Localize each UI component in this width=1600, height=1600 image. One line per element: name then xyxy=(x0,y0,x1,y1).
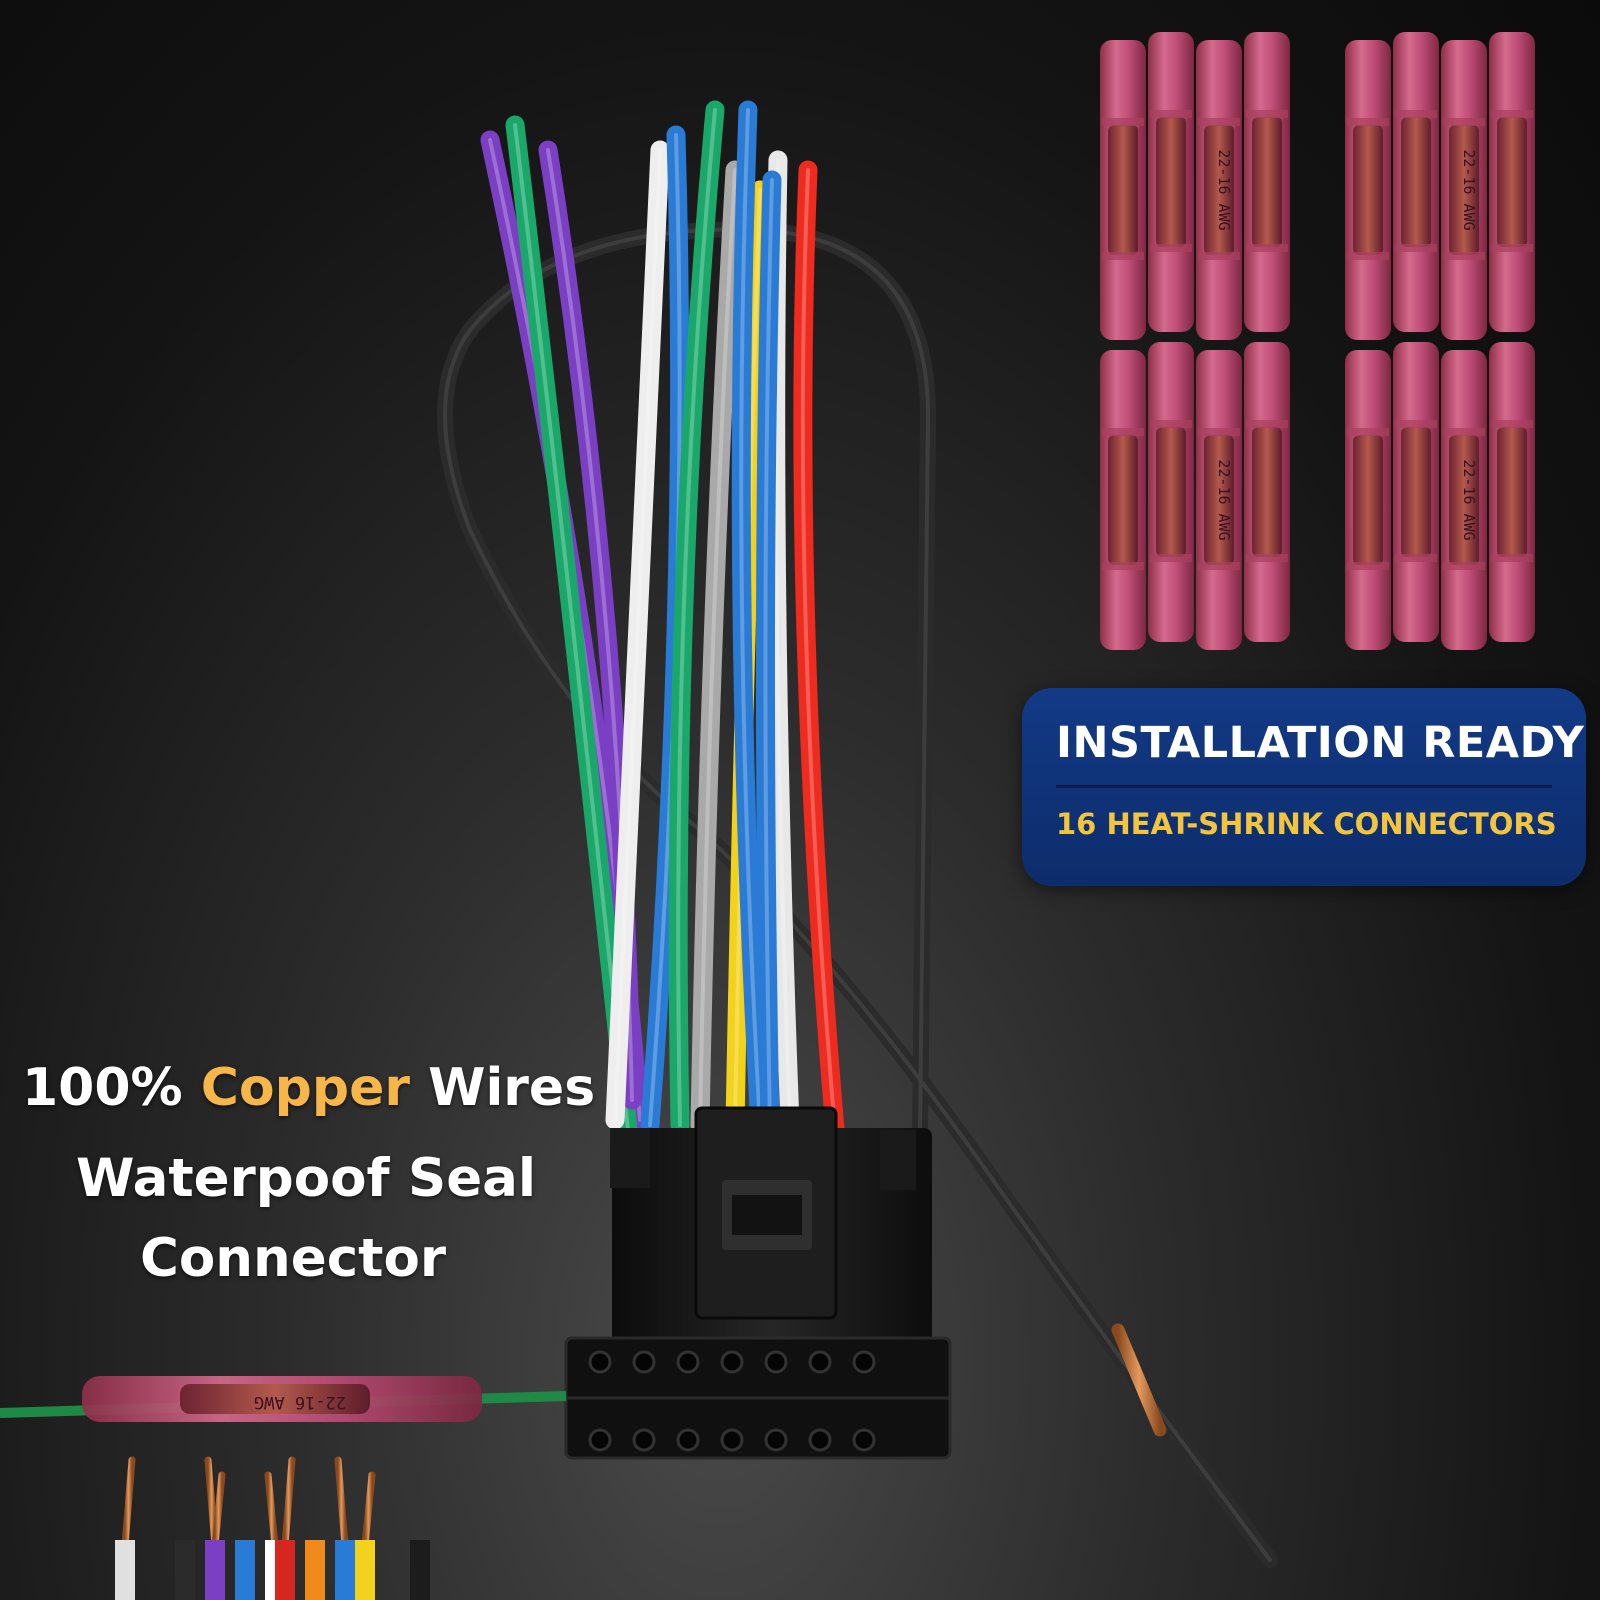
connector-pin-socket xyxy=(852,1428,876,1452)
heat-shrink-tube xyxy=(1244,32,1290,332)
heat-shrink-tube xyxy=(1489,32,1535,332)
badge-title: INSTALLATION READY xyxy=(1056,718,1585,768)
heat-shrink-tube xyxy=(1100,350,1146,650)
copper-strand xyxy=(211,1471,226,1549)
harness-wire xyxy=(668,100,725,1135)
badge-subtitle: 16 HEAT-SHRINK CONNECTORS xyxy=(1056,807,1557,841)
connector-pin-socket xyxy=(808,1350,832,1374)
wire-insulation xyxy=(205,1540,225,1600)
connector-pin-socket xyxy=(676,1428,700,1452)
copper-strand xyxy=(281,1456,296,1549)
feature-waterproof-seal: Waterpoof Seal xyxy=(76,1148,537,1209)
wire-insulation xyxy=(115,1540,135,1600)
connector-pin-socket xyxy=(720,1350,744,1374)
badge-divider xyxy=(1056,785,1552,788)
connector-pin-socket xyxy=(764,1428,788,1452)
feature-connector: Connector xyxy=(140,1228,447,1289)
heat-shrink-tube xyxy=(1148,32,1194,332)
connector-pin-socket xyxy=(764,1350,788,1374)
harness-wire xyxy=(505,115,638,1140)
copper-highlight: Copper xyxy=(200,1058,410,1118)
copper-strand xyxy=(121,1456,136,1549)
heat-shrink-tube: 22-16 AWG xyxy=(1196,40,1242,340)
harness-wire xyxy=(793,160,845,1140)
wire-harness xyxy=(437,100,1278,1568)
copper-strand xyxy=(334,1456,349,1549)
heat-shrink-tube xyxy=(1345,40,1391,340)
spliced-wire-sample: 22-16 AWG xyxy=(0,1376,567,1422)
heat-shrink-tube xyxy=(1100,40,1146,340)
stripped-wire-ends xyxy=(115,1456,430,1600)
heat-shrink-tube: 22-16 AWG xyxy=(1196,350,1242,650)
wire-connector-plug xyxy=(564,1106,952,1460)
heat-shrink-connectors-grid: 22-16 AWG 22-16 AWG 22-16 AWG 22-16 AWG xyxy=(1100,32,1535,650)
connector-pin-socket xyxy=(588,1350,612,1374)
heat-shrink-tube xyxy=(1345,350,1391,650)
wire-insulation xyxy=(355,1540,375,1600)
connector-pin-socket xyxy=(720,1428,744,1452)
connector-pin-socket xyxy=(852,1350,876,1374)
heat-shrink-tube xyxy=(1393,342,1439,642)
wire-insulation xyxy=(335,1540,355,1600)
harness-wire xyxy=(755,170,782,1135)
harness-wire xyxy=(605,140,670,1130)
heat-shrink-tube xyxy=(1148,342,1194,642)
copper-strand xyxy=(264,1471,279,1549)
connector-pin-socket xyxy=(632,1350,656,1374)
connector-pin-socket xyxy=(808,1428,832,1452)
heat-shrink-tube: 22-16 AWG xyxy=(1441,350,1487,650)
heat-shrink-tube: 22-16 AWG xyxy=(1441,40,1487,340)
wire-insulation xyxy=(275,1540,295,1600)
heat-shrink-tube xyxy=(1393,32,1439,332)
wire-insulation xyxy=(175,1540,195,1600)
wire-insulation xyxy=(235,1540,255,1600)
tube-print: 22-16 AWG xyxy=(1460,149,1478,230)
tube-print: 22-16 AWG xyxy=(1215,459,1233,540)
heat-shrink-tube xyxy=(1244,342,1290,642)
wire-insulation xyxy=(305,1540,325,1600)
stripped-copper-strand xyxy=(1111,1323,1167,1437)
copper-strand xyxy=(361,1471,376,1549)
harness-wire xyxy=(690,160,745,1135)
harness-wire xyxy=(731,100,770,1135)
sleeve-print: 22-16 AWG xyxy=(254,1392,346,1412)
connector-pin-socket xyxy=(632,1428,656,1452)
connector-pin-socket xyxy=(588,1428,612,1452)
tube-print: 22-16 AWG xyxy=(1460,459,1478,540)
heat-shrink-tube xyxy=(1489,342,1535,642)
wire-insulation xyxy=(410,1540,430,1600)
installation-badge: INSTALLATION READY 16 HEAT-SHRINK CONNEC… xyxy=(1022,688,1586,886)
connector-pin-socket xyxy=(676,1350,700,1374)
feature-copper-wires: 100% Copper Wires xyxy=(22,1058,596,1118)
tube-print: 22-16 AWG xyxy=(1215,149,1233,230)
